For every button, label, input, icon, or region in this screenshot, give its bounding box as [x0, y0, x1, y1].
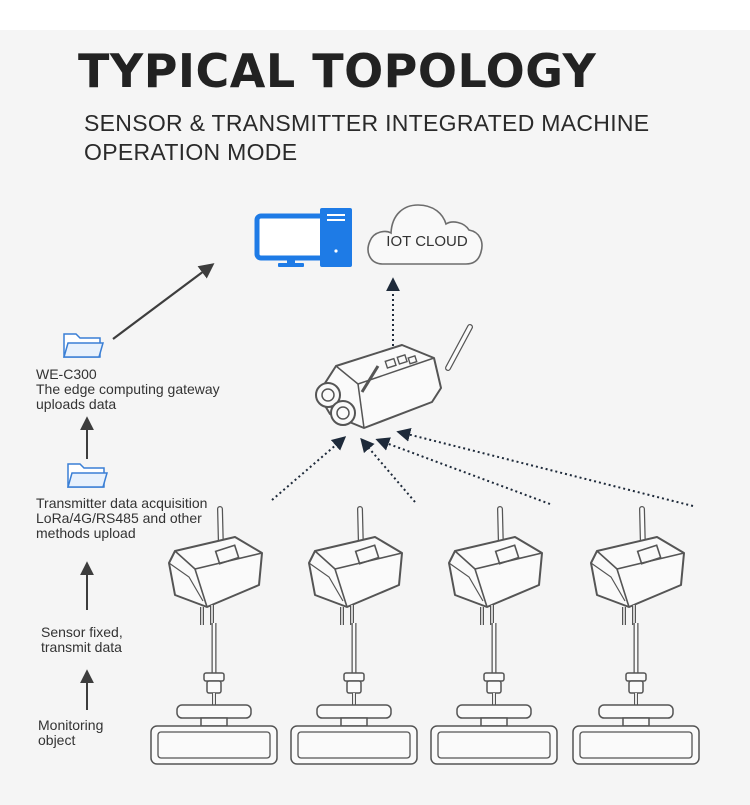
monitor-step-line: object: [38, 732, 76, 748]
gateway-to-computer-arrow: [112, 263, 215, 340]
transmitter-4-to-gateway-arrow: [396, 427, 694, 507]
page-title: TYPICAL TOPOLOGY: [78, 44, 597, 98]
folder-icon: [67, 463, 108, 488]
sensor-step-line: transmit data: [41, 639, 122, 655]
subtitle-line-1: SENSOR & TRANSMITTER INTEGRATED MACHINE: [84, 110, 650, 136]
transmitter-step-line: LoRa/4G/RS485 and other: [36, 510, 202, 526]
gateway-step-line: The edge computing gateway: [36, 381, 220, 397]
transmitter-1-to-gateway-arrow: [271, 436, 347, 501]
monitor-step-line: Monitoring: [38, 717, 104, 733]
transmitter-step-line: methods upload: [36, 525, 136, 541]
sensor-step-line: Sensor fixed,: [41, 624, 123, 640]
transmitter-3-to-gateway-arrow: [375, 437, 551, 505]
sensor-step-label: Sensor fixed, transmit data: [41, 625, 123, 655]
cloud-icon: [367, 204, 483, 265]
desktop-computer-icon: [254, 208, 352, 267]
transmitter-device-2: [291, 509, 417, 764]
cloud-label: IOT CLOUD: [386, 233, 468, 250]
gateway-device: [315, 324, 473, 429]
monitor-step-label: Monitoring object: [38, 718, 103, 748]
folder-icon: [63, 333, 104, 358]
transmitter-device-3: [431, 509, 557, 764]
gateway-step-line: WE-C300: [36, 366, 97, 382]
subtitle-line-2: OPERATION MODE: [84, 139, 298, 165]
gateway-step-line: uploads data: [36, 396, 117, 412]
transmitter-step-line: Transmitter data acquisition: [36, 495, 208, 511]
transmitter-step-label: Transmitter data acquisition LoRa/4G/RS4…: [36, 496, 207, 541]
transmitter-2-to-gateway-arrow: [360, 437, 416, 503]
transmitter-device-1: [151, 509, 277, 764]
transmitter-device-4: [573, 509, 699, 764]
gateway-step-label: WE-C300 The edge computing gateway uploa…: [36, 367, 220, 412]
